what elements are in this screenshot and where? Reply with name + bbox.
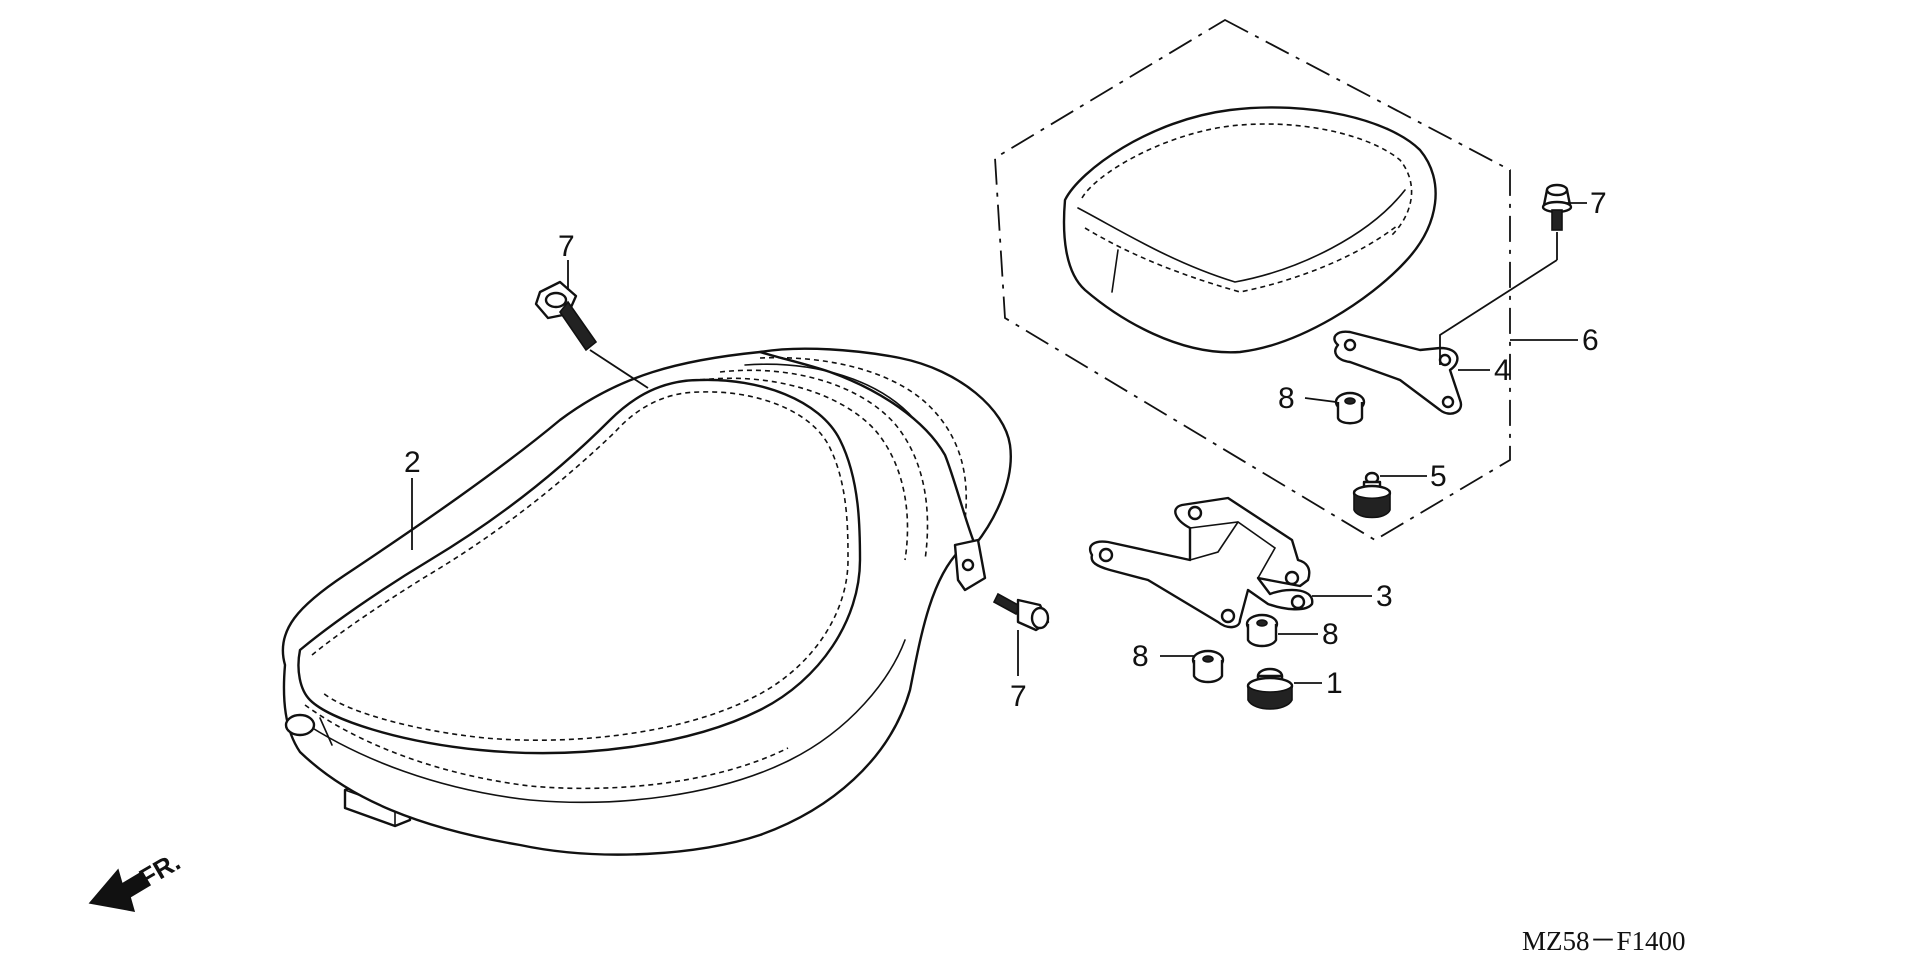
callout-bracket-nut-right: 8 — [1322, 618, 1339, 651]
pillion-bracket — [1333, 330, 1463, 415]
pillion-bolt — [1541, 183, 1573, 231]
rider-seat-bolt-right — [992, 592, 1050, 632]
diagram-code: MZ58－F1400 — [1522, 926, 1686, 956]
callout-pillion-nut: 8 — [1278, 382, 1295, 415]
callout-pillion-bolt: 7 — [1590, 187, 1607, 220]
seat-bracket — [1088, 496, 1314, 629]
pillion-seat-pad — [1062, 106, 1437, 354]
arrow-left-icon — [88, 868, 152, 912]
pillion-seat-assembly — [994, 18, 1511, 542]
rider-seat-bolt-top — [534, 280, 598, 352]
callout-pillion-seat-assembly: 6 — [1582, 324, 1599, 357]
callout-rider-seat-bolt-right: 7 — [1010, 680, 1027, 713]
pillion-nut — [1334, 391, 1366, 425]
assembly-dashed-outline — [994, 18, 1511, 542]
leader-lines — [411, 202, 1587, 684]
pillion-cushion — [1352, 471, 1392, 519]
callout-seat-bracket: 3 — [1376, 580, 1393, 613]
bracket-nut-left — [1191, 649, 1225, 684]
rider-seat — [281, 347, 1012, 856]
callout-pillion-bracket: 4 — [1494, 354, 1511, 387]
callout-rider-seat: 2 — [404, 446, 421, 479]
callout-seat-cushion: 1 — [1326, 667, 1343, 700]
callout-rider-seat-bolt-top: 7 — [558, 230, 575, 263]
callout-bracket-nut-left: 8 — [1132, 640, 1149, 673]
callout-pillion-cushion: 5 — [1430, 460, 1447, 493]
front-direction-arrow: FR. — [88, 846, 185, 912]
seat-cushion — [1246, 667, 1294, 710]
bracket-nut-right — [1245, 613, 1279, 648]
